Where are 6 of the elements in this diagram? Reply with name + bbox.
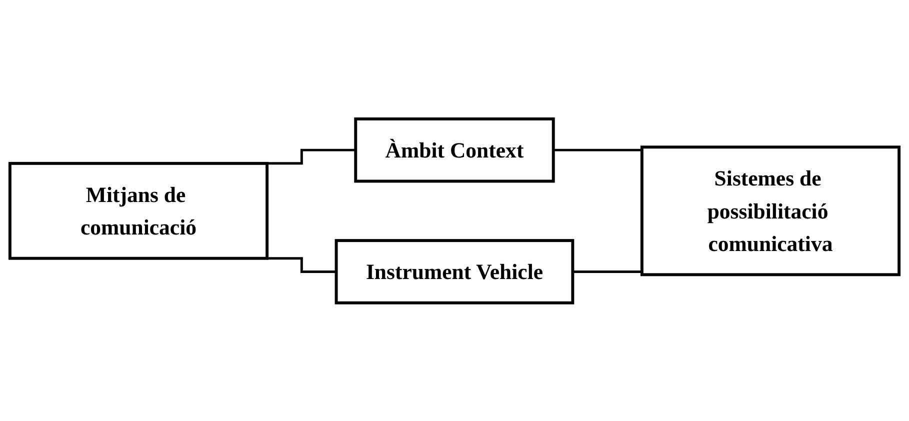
node-box: Mitjans de comunicació (8, 162, 269, 260)
node-box: Sistemes de possibilitació comunicativa (640, 145, 901, 276)
connector (266, 256, 338, 273)
connector (266, 148, 357, 164)
node-box: Àmbit Context (354, 117, 555, 182)
node-box: Instrument Vehicle (334, 238, 574, 304)
